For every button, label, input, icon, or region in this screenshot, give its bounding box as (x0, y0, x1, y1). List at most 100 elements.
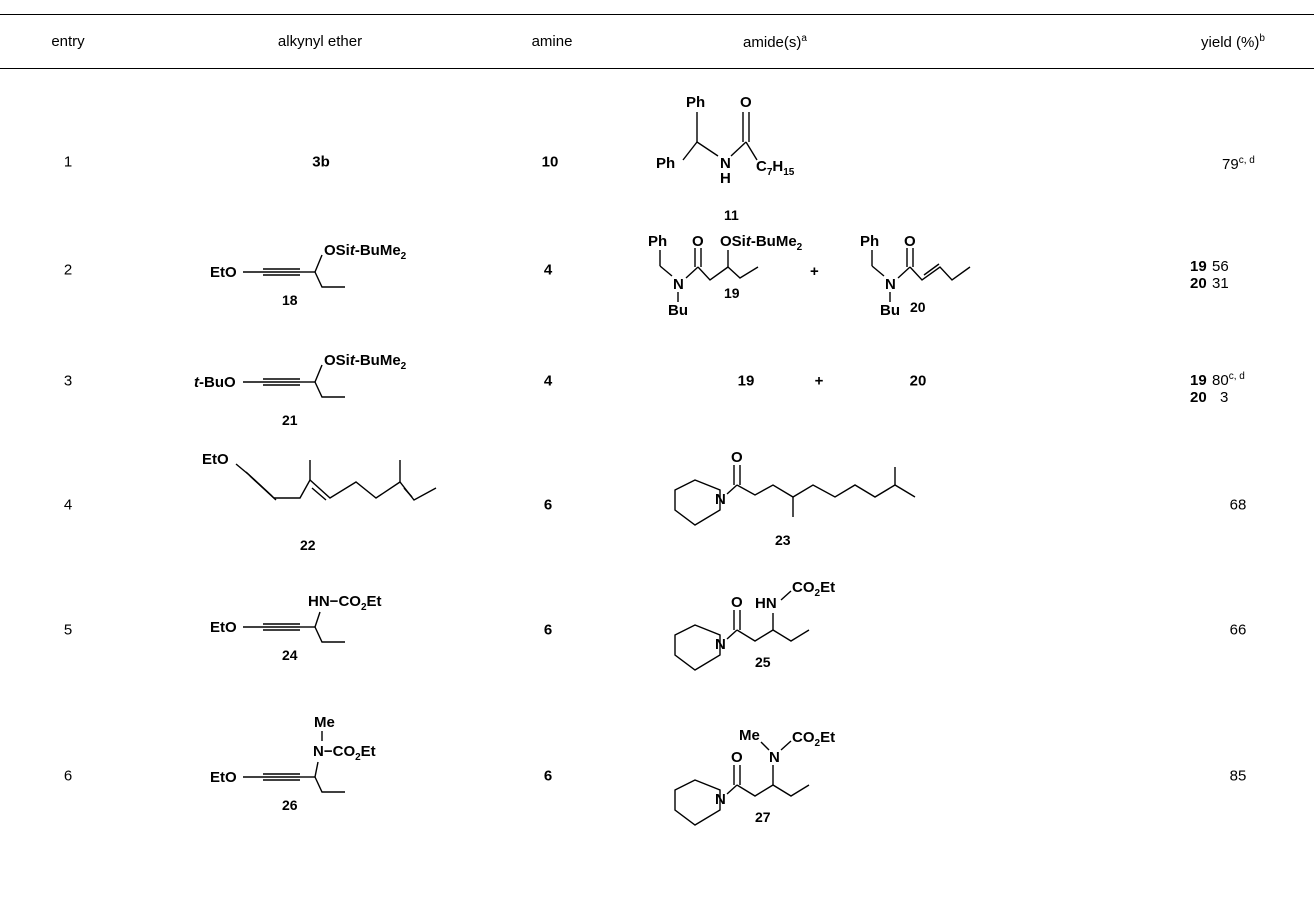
plus-sign: + (814, 372, 824, 390)
amine-id: 4 (543, 372, 553, 390)
atom-ph: Ph (686, 94, 705, 111)
double-bond (923, 263, 940, 276)
yield-value: 85 (1229, 767, 1247, 785)
atom-o: O (731, 594, 743, 611)
subscript: 15 (783, 167, 795, 178)
entry-number: 2 (63, 261, 73, 279)
yield-footnote: c, d (1228, 371, 1245, 382)
yield-compound: 19 (1190, 372, 1207, 389)
atom-co: CO (792, 579, 815, 596)
alkynyl-ether-structure-21: t-BuO OSit-BuMe2 21 (194, 352, 407, 428)
yield-value: 66 (1229, 621, 1247, 639)
amide-label: 20 (909, 372, 927, 390)
amine-id: 6 (543, 496, 553, 514)
bond-dash: − (330, 593, 339, 610)
triple-bond (249, 475, 277, 501)
bond-dash: − (324, 743, 333, 760)
piperidine-ring (674, 479, 721, 526)
compound-label: 24 (282, 647, 298, 663)
atom-n: N (715, 491, 726, 508)
bond (736, 784, 810, 797)
compound-label: 20 (910, 299, 926, 315)
atom-o: O (731, 449, 743, 466)
atom-me: Me (739, 727, 760, 744)
bond (314, 254, 323, 273)
atom-n-co2et: N−CO2Et (313, 743, 376, 763)
atom-me: Me (314, 714, 335, 731)
entry-number: 3 (63, 372, 73, 390)
atom-c: C (756, 158, 767, 175)
bond (314, 761, 319, 778)
yield-compound: 20 (1190, 275, 1207, 292)
amide-structure-27: N O N Me CO2Et 27 (674, 727, 835, 826)
amide-label: 19 (737, 372, 755, 390)
subscript: 7 (767, 167, 773, 178)
bond (659, 265, 673, 277)
bond (736, 484, 916, 498)
bond (682, 141, 698, 161)
header-amides-text: amide(s) (743, 34, 802, 51)
subscript: 2 (401, 361, 407, 372)
bond (871, 265, 885, 277)
atom-bu: Bu (668, 302, 688, 319)
bond (314, 364, 323, 383)
table-top-rule (0, 14, 1314, 15)
alkynyl-ether-structure-24: EtO HN−CO2Et 24 (210, 593, 382, 663)
compound-label: 25 (755, 654, 771, 670)
atom-co: CO (333, 743, 356, 760)
alkynyl-ether-structure-26: EtO Me N−CO2Et 26 (210, 714, 376, 813)
atom-eto: EtO (210, 619, 237, 636)
atom-bume: -BuMe (355, 242, 401, 259)
compound-label: 18 (282, 292, 298, 308)
atom-et: Et (820, 729, 835, 746)
atom-eto: EtO (210, 264, 237, 281)
atom-tbuo: t-BuO (194, 374, 236, 391)
amine-id: 6 (543, 767, 553, 785)
atom-h: H (772, 158, 783, 175)
compound-label: 11 (724, 207, 739, 223)
piperidine-ring (674, 779, 721, 826)
atom-h: H (720, 170, 731, 187)
plus-sign: + (810, 263, 819, 280)
yield-value: 3 (1220, 389, 1229, 406)
atom-bume: -BuMe (355, 352, 401, 369)
atom-t: t (746, 233, 752, 250)
atom-bu: Bu (880, 302, 900, 319)
atom-o: O (692, 233, 704, 250)
amide-structures-19-20: Ph N Bu O OSit-BuMe2 19 + Ph N Bu O 20 (648, 233, 971, 319)
entry-number: 6 (63, 767, 73, 785)
amide-structure-11: Ph Ph O N H C7H15 11 (656, 94, 795, 223)
atom-t: t (350, 242, 356, 259)
atom-osit-bume2: OSit-BuMe2 (324, 352, 407, 372)
bond (780, 740, 792, 751)
compound-label: 26 (282, 797, 298, 813)
entry-number: 5 (63, 621, 73, 639)
yield-value: 68 (1229, 496, 1247, 514)
subscript: 2 (401, 251, 407, 262)
subscript: 2 (815, 738, 821, 749)
atom-n: N (313, 743, 324, 760)
header-entry: entry (51, 33, 85, 50)
header-amides: amide(s)a (743, 33, 807, 51)
atom-o: O (731, 749, 743, 766)
atom-bume: -BuMe (751, 233, 797, 250)
atom-et: Et (361, 743, 376, 760)
subscript: 2 (361, 602, 367, 613)
bond (314, 626, 345, 643)
header-amides-footnote: a (801, 33, 807, 44)
bond (897, 266, 911, 279)
atom-n: N (673, 276, 684, 293)
alkynyl-ether-structure-22: EtO 22 (202, 451, 437, 553)
atom-n: N (715, 791, 726, 808)
atom-hn: HN (308, 593, 330, 610)
amide-structure-25: N O HN CO2Et 25 (674, 579, 835, 671)
atom-hn-co2et: HN−CO2Et (308, 593, 382, 613)
yield-compound: 19 (1190, 258, 1207, 275)
atom-n: N (720, 155, 731, 172)
amine-id: 6 (543, 621, 553, 639)
header-amine: amine (531, 33, 573, 50)
bond (780, 590, 792, 601)
